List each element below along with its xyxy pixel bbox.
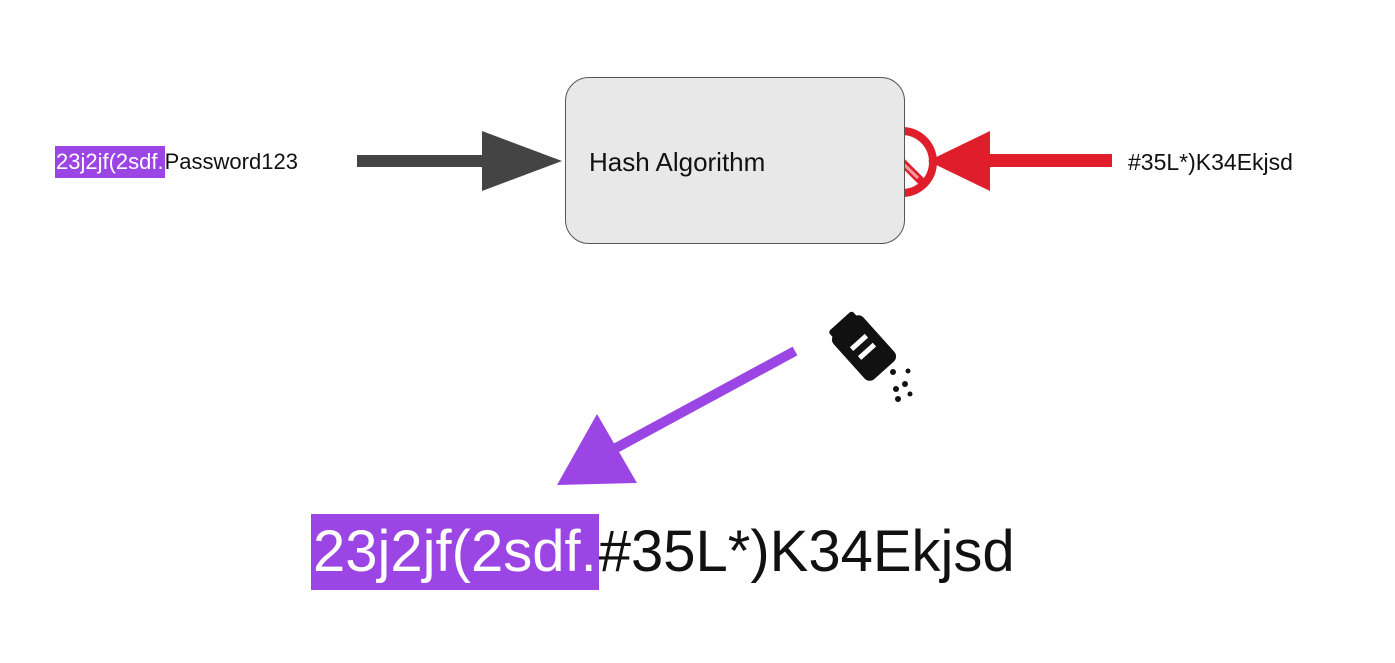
password-text: Password123 (164, 149, 298, 174)
reverse-arrow-head (928, 131, 990, 191)
hash-algorithm-label: Hash Algorithm (589, 147, 766, 177)
salt-grains (890, 368, 913, 402)
input-to-hash-arrow (357, 131, 562, 191)
salt-to-result-arrow (557, 346, 798, 485)
salt-arrow-shaft (613, 346, 798, 453)
hash-algorithm-box (565, 77, 905, 244)
salt-arrow-head (557, 414, 637, 485)
reverse-arrow-shaft (985, 154, 1112, 167)
reverse-blocked-arrow (928, 131, 1112, 191)
input-arrow-head (482, 131, 562, 191)
result-salt-highlight: 23j2jf(2sdf. (311, 514, 599, 590)
salted-password-input: 23j2jf(2sdf.Password123 (55, 146, 298, 178)
salt-highlight: 23j2jf(2sdf. (55, 146, 165, 178)
salted-hash-result: 23j2jf(2sdf.#35L*)K34Ekjsd (311, 514, 1015, 590)
result-hash-text: #35L*)K34Ekjsd (598, 519, 1015, 584)
hash-output: #35L*)K34Ekjsd (1128, 149, 1293, 175)
salt-shaker-icon (829, 311, 897, 381)
input-arrow-shaft (357, 155, 487, 167)
